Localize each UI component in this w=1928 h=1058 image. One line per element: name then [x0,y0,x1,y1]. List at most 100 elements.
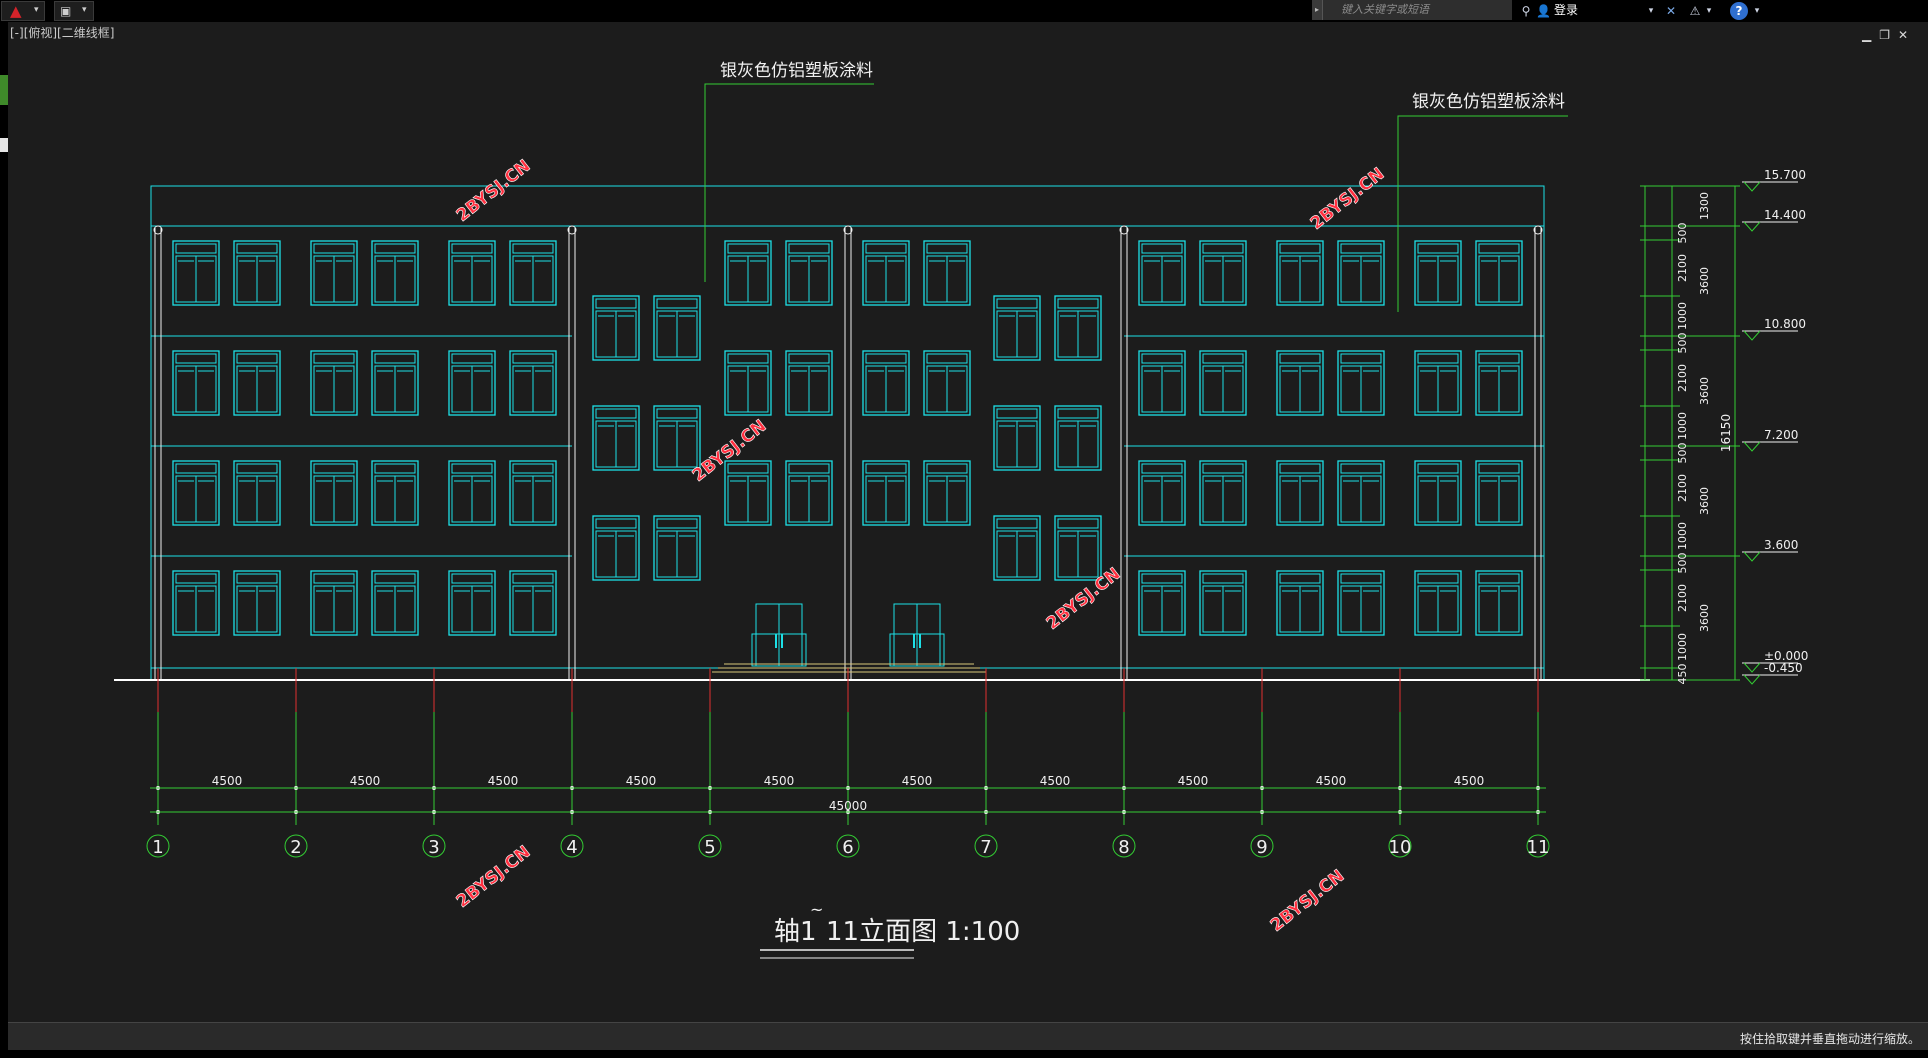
watermark-text: 2BYSJ.CN [453,842,535,912]
watermark-text: 2BYSJ.CN [1307,164,1389,234]
pipe-head [567,225,577,235]
drawing-title-prefix: 轴1 [774,917,817,947]
total-dimension: 45000 [829,799,867,813]
left-panel-tab-light[interactable] [0,138,8,152]
viewport-window-controls[interactable]: ▁❐✕ [1862,28,1916,42]
window [1054,405,1102,471]
window [1414,350,1462,416]
level-triangle [1743,221,1761,232]
window [1138,240,1186,306]
window [923,240,971,306]
vertical-dimension: 3600 [1698,267,1711,295]
chevron-down-icon[interactable]: ▾ [1754,6,1760,16]
close-icon[interactable]: ✕ [1898,28,1917,42]
chevron-down-icon[interactable]: ▾ [1706,6,1712,16]
bay-dimension: 4500 [764,774,795,788]
save-icon: ▣ [60,4,72,18]
restore-icon[interactable]: ❐ [1879,28,1898,42]
window [1199,460,1247,526]
application-menu-button[interactable]: ▲ ▾ [1,1,45,21]
axis-label: 10 [1389,837,1412,858]
axis-bubble [836,834,860,858]
window [371,240,419,306]
window-group [172,240,1523,636]
help-icon[interactable]: ? [1730,2,1748,20]
pipe-head [153,225,163,235]
window [862,460,910,526]
search-input[interactable]: 键入关键字或短语 [1322,0,1512,20]
minimize-icon[interactable]: ▁ [1862,28,1880,42]
left-panel-tab[interactable] [0,75,8,105]
window [371,570,419,636]
level-label: 3.600 [1764,538,1798,552]
window [592,295,640,361]
login-label: 登录 [1554,3,1579,17]
window [1276,240,1324,306]
axis-label: 11 [1527,837,1550,858]
vertical-dimension: 500 [1676,443,1689,464]
axis-bubble [1388,834,1412,858]
window [1199,240,1247,306]
level-label: -0.450 [1764,661,1803,675]
window [1414,570,1462,636]
level-label: 14.400 [1764,208,1806,222]
pipe-head [843,225,853,235]
window [1414,460,1462,526]
login-button[interactable]: 登录 [1554,0,1578,20]
vertical-dimension: 2100 [1676,584,1689,612]
level-label: 7.200 [1764,428,1798,442]
drawing-title-suffix: 11立面图 1:100 [826,917,1020,947]
vertical-dimension: 500 [1676,223,1689,244]
window [448,570,496,636]
window [509,460,557,526]
vertical-dimension: 500 [1676,553,1689,574]
window [923,350,971,416]
window [1337,350,1385,416]
level-triangle [1743,441,1761,452]
window [509,240,557,306]
drawing-title: 轴1 ~ 11立面图 1:100 [760,900,1020,959]
window [785,460,833,526]
window [233,350,281,416]
chevron-down-icon[interactable]: ▾ [1648,6,1654,16]
axis-bubble [284,834,308,858]
window [862,350,910,416]
window [172,350,220,416]
binoculars-icon[interactable]: ⚲ [1521,4,1531,18]
level-markers: 15.70014.40010.8007.2003.600±0.000-0.450… [1640,168,1808,685]
window [1138,350,1186,416]
quick-access-toolbar[interactable]: ▣ ▾ [54,1,94,21]
axis-bubble [422,834,446,858]
axis-bubble [974,834,998,858]
material-callouts: 银灰色仿铝塑板涂料 银灰色仿铝塑板涂料 [704,61,1568,312]
window [785,350,833,416]
window [1414,240,1462,306]
watermark-text: 2BYSJ.CN [1267,866,1349,936]
window [1475,570,1523,636]
chevron-down-icon: ▾ [34,5,39,15]
axis-bubble [1112,834,1136,858]
vertical-dimension: 1000 [1676,412,1689,440]
window [724,350,772,416]
axis-label: 8 [1118,837,1129,858]
search-expand-icon[interactable]: ▸ [1312,0,1322,20]
viewport-label[interactable]: [-][俯视][二维线框] [10,26,115,40]
window [310,460,358,526]
facade-outline [150,185,1545,681]
axis-label: 2 [290,837,301,858]
axis-label: 9 [1256,837,1267,858]
window [233,240,281,306]
window [1337,570,1385,636]
window [653,515,701,581]
window [724,240,772,306]
axis-bubble [560,834,584,858]
connect-icon[interactable]: ⚠ [1689,4,1701,18]
status-bar: 按住拾取键并垂直拖动进行缩放。 [8,1022,1928,1051]
window [1475,240,1523,306]
window [653,295,701,361]
watermark-text: 2BYSJ.CN [689,416,771,486]
exchange-icon[interactable]: ✕ [1665,4,1677,18]
bay-dimension: 4500 [1316,774,1347,788]
window [172,460,220,526]
